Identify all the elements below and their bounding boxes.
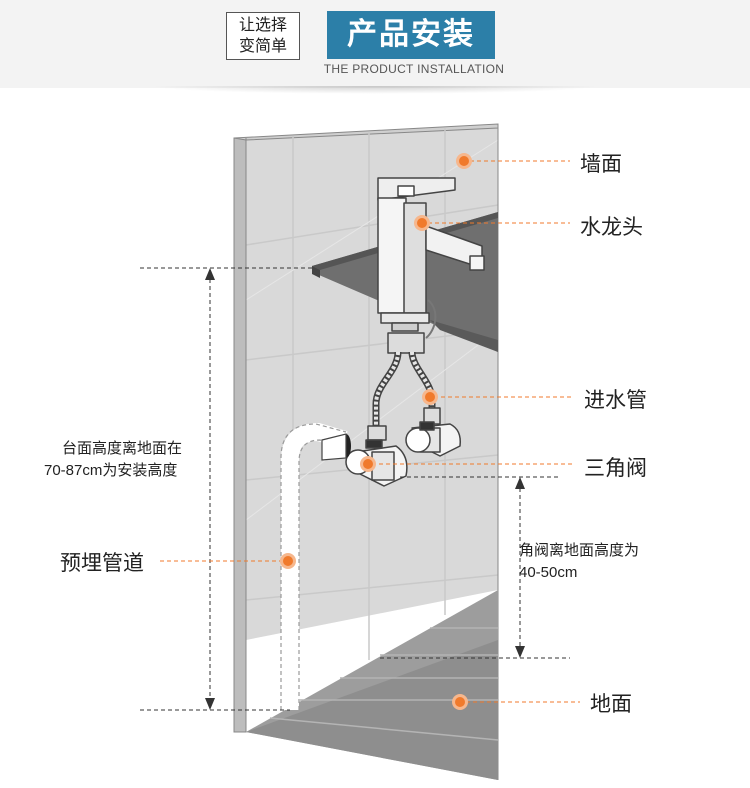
label-embedded-pipe: 预埋管道 <box>60 552 144 575</box>
label-inlet-pipe: 进水管 <box>584 389 647 412</box>
callout-leaders <box>160 160 580 703</box>
label-angle-valve: 三角阀 <box>584 457 647 480</box>
dimension-lines <box>140 267 570 711</box>
callout-markers <box>280 153 472 710</box>
counter-height-note-line-1: 台面高度离地面在 <box>62 440 183 457</box>
valve-height-note-line-2: 40-50cm <box>519 564 578 581</box>
label-wall: 墙面 <box>580 153 622 176</box>
slogan-line-2: 变简单 <box>238 38 287 55</box>
slogan-line-1: 让选择 <box>238 17 287 34</box>
label-floor: 地面 <box>590 693 632 716</box>
slogan-box: 让选择 变简单 <box>226 12 300 60</box>
header-shadow <box>150 86 600 94</box>
counter-height-note-line-2: 70-87cm为安装高度 <box>44 462 178 479</box>
valve-height-note-line-1: 角阀离地面高度为 <box>519 542 640 559</box>
angle-valves-drawing <box>345 407 462 487</box>
floor-panel <box>246 590 499 780</box>
page-title: 产品安装 <box>347 18 475 51</box>
faucet-drawing <box>377 177 485 354</box>
label-faucet: 水龙头 <box>580 216 643 239</box>
page-subtitle: THE PRODUCT INSTALLATION <box>323 62 505 76</box>
embedded-pipe-drawing <box>280 422 351 710</box>
title-box: 产品安装 <box>327 11 495 59</box>
